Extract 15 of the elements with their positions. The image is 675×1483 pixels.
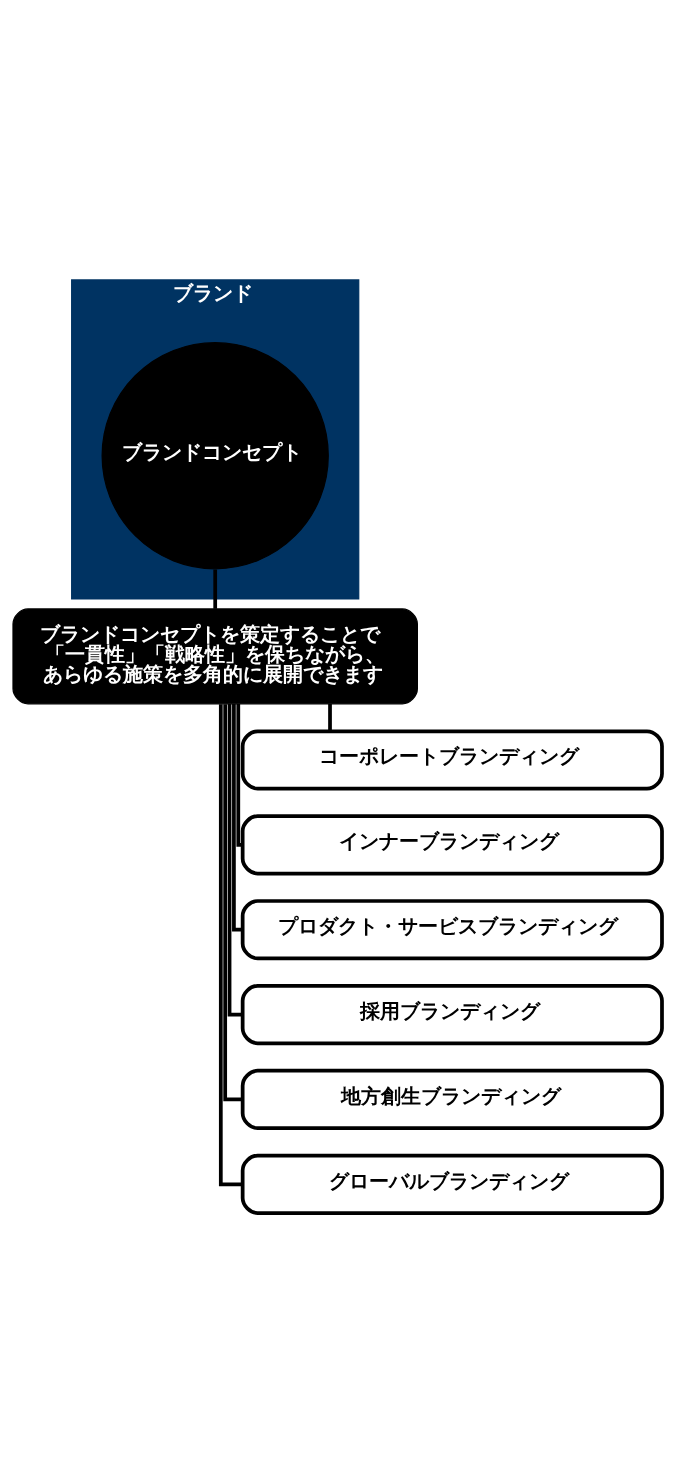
node-box: 採用ブランディング — [240, 984, 664, 1046]
connector — [213, 569, 218, 609]
node-box: インナーブランディング — [240, 814, 664, 876]
connector — [227, 703, 243, 1017]
connector — [328, 703, 332, 731]
node-box: ブランドコンセプトを策定することで「一貫性」「戦略性」を保ちながら、あらゆる施策を多角的に展開できます — [12, 608, 418, 705]
node-circle: ブランドコンセプト — [101, 342, 329, 570]
node-box: コーポレートブランディング — [240, 729, 664, 791]
node-box: 地方創生ブランディング — [240, 1068, 664, 1130]
node-box: プロダクト・サービスブランディング — [240, 899, 664, 961]
connector — [223, 704, 243, 1102]
connector — [236, 703, 243, 847]
connector — [232, 704, 243, 932]
node-box: グローバルブランディング — [240, 1153, 664, 1215]
connector — [218, 704, 243, 1187]
